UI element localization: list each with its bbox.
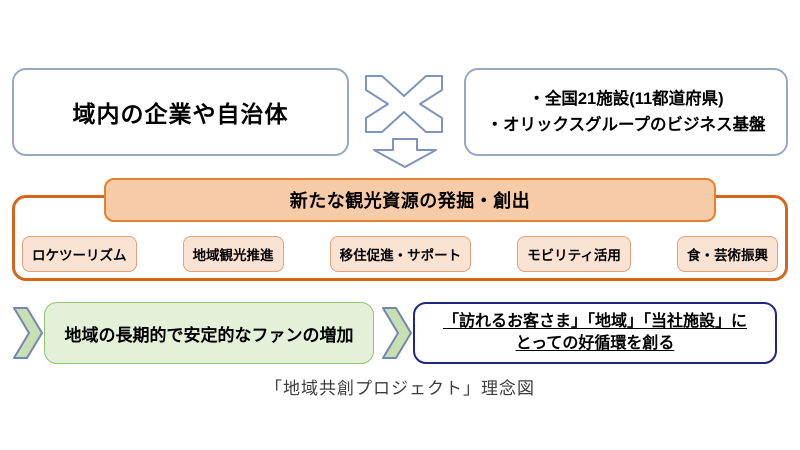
- regional-fans-box: 地域の長期的で安定的なファンの増加: [44, 302, 374, 364]
- virtuous-cycle-line-1: 「訪れるお客さま」「地域」「当社施設」に: [442, 312, 747, 330]
- chevron-right-icon: [380, 305, 414, 361]
- local-companies-box: 域内の企業や自治体: [12, 68, 349, 156]
- initiative-item-0: ロケツーリズム: [22, 236, 137, 272]
- tourism-resources-header-label: 新たな観光資源の発掘・創出: [289, 191, 531, 211]
- tourism-resources-header: 新たな観光資源の発掘・創出: [104, 178, 716, 222]
- initiative-item-1: 地域観光推進: [182, 236, 284, 272]
- orix-assets-line-2: ・オリックスグループのビジネス基盤: [486, 115, 766, 134]
- initiative-item-label: ロケツーリズム: [32, 248, 127, 263]
- initiative-item-4: 食・芸術振興: [676, 236, 778, 272]
- multiplication-x-icon: [360, 70, 448, 138]
- figure-caption: 「地域共創プロジェクト」理念図: [265, 379, 535, 398]
- initiative-list: ロケツーリズム 地域観光推進 移住促進・サポート モビリティ活用 食・芸術振興: [22, 236, 778, 272]
- virtuous-cycle-line-2: とっての好循環を創る: [515, 334, 675, 352]
- local-companies-label: 域内の企業や自治体: [72, 101, 289, 127]
- chevron-right-icon: [11, 305, 45, 361]
- initiative-item-3: モビリティ活用: [517, 236, 631, 272]
- initiative-item-label: 食・芸術振興: [686, 248, 768, 263]
- initiative-item-label: 地域観光推進: [192, 248, 274, 263]
- orix-assets-box: ・全国21施設(11都道府県) ・オリックスグループのビジネス基盤: [464, 68, 788, 156]
- orix-assets-line-1: ・全国21施設(11都道府県): [528, 89, 724, 108]
- down-arrow-icon: [370, 137, 440, 169]
- initiative-item-2: 移住促進・サポート: [329, 236, 472, 272]
- regional-fans-label: 地域の長期的で安定的なファンの増加: [64, 325, 354, 345]
- initiative-item-label: モビリティ活用: [527, 248, 621, 263]
- initiative-item-label: 移住促進・サポート: [339, 248, 462, 263]
- virtuous-cycle-box: 「訪れるお客さま」「地域」「当社施設」に とっての好循環を創る: [413, 302, 777, 364]
